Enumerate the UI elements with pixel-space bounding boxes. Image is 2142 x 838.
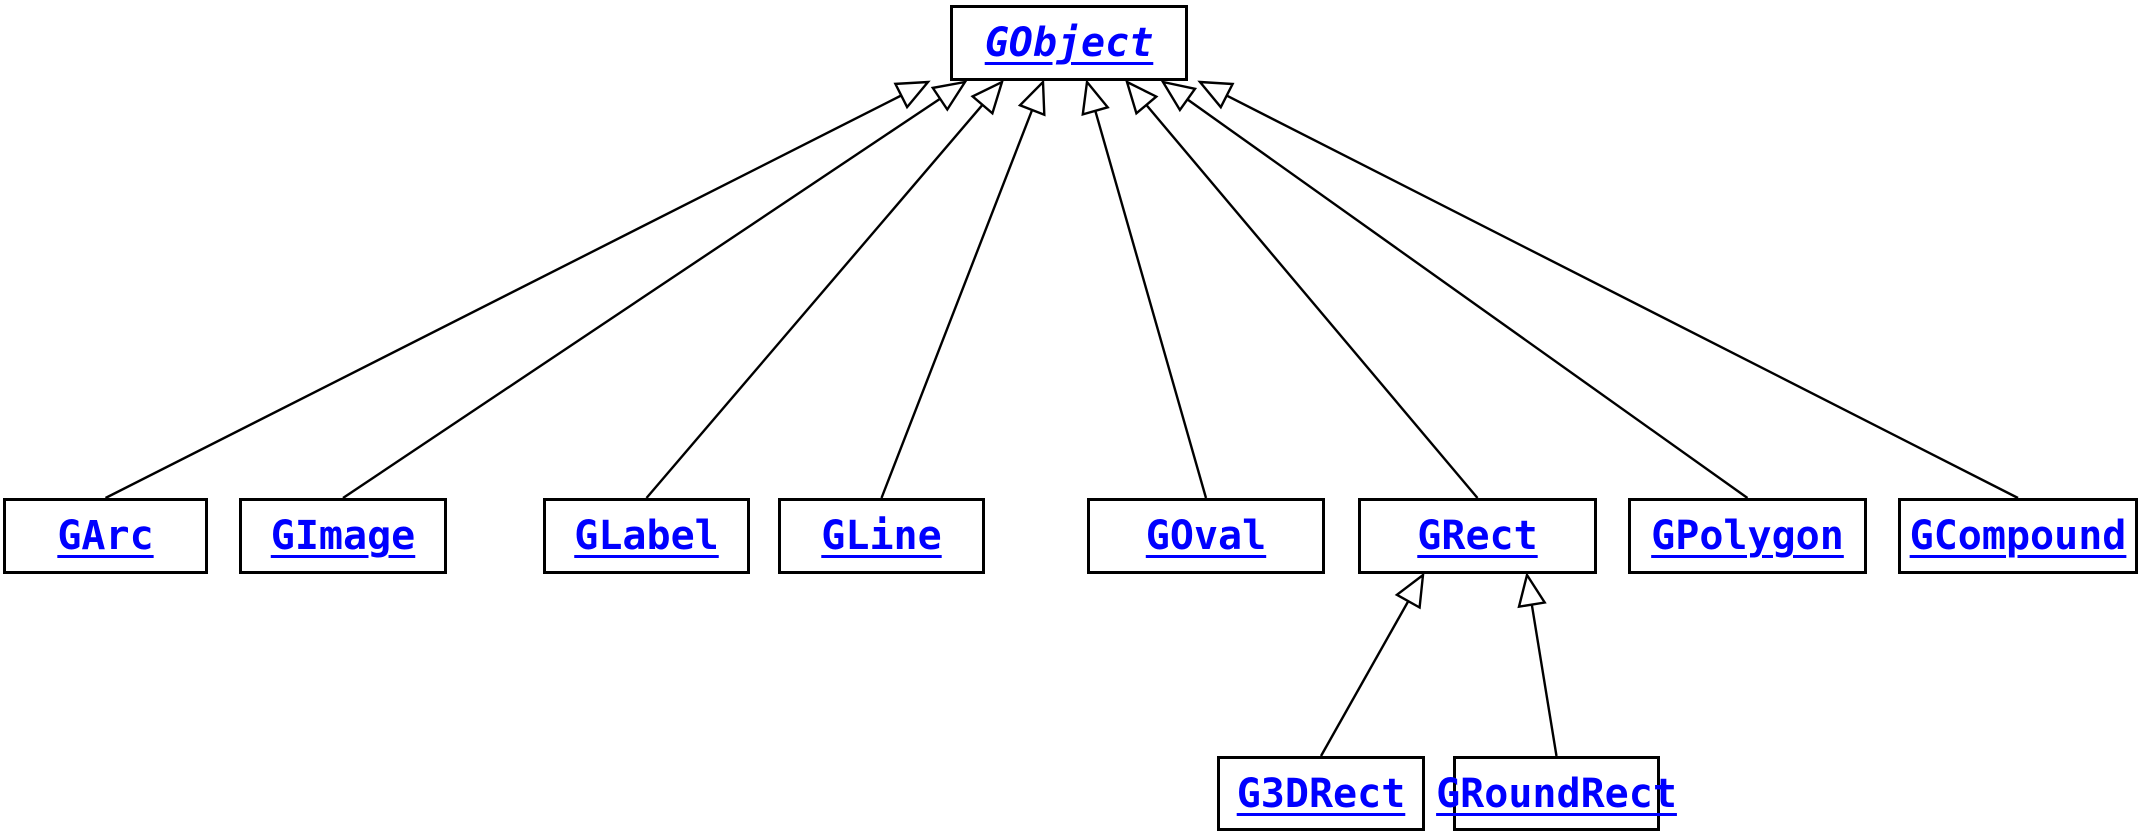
class-link-groundrect[interactable]: GRoundRect (1436, 770, 1677, 817)
class-node-groundrect: GRoundRect (1436, 756, 1677, 831)
class-node-gobject: GObject (950, 5, 1188, 81)
class-node-gcompound: GCompound (1898, 498, 2138, 574)
class-node-gimage: GImage (239, 498, 447, 574)
inheritance-edge-gcompound-to-gobject (1226, 94, 2019, 500)
generalization-arrowhead-icon (1517, 572, 1547, 609)
class-link-garc[interactable]: GArc (57, 513, 154, 559)
class-link-gcompound[interactable]: GCompound (1909, 513, 2127, 559)
class-link-gline[interactable]: GLine (821, 513, 942, 559)
generalization-arrowhead-icon (1394, 572, 1425, 610)
class-node-glabel: GLabel (543, 498, 750, 574)
inheritance-edge-grect-to-gobject (1145, 104, 1479, 499)
class-link-glabel[interactable]: GLabel (574, 513, 719, 559)
class-link-gpolygon[interactable]: GPolygon (1651, 513, 1844, 559)
class-node-goval: GOval (1087, 498, 1325, 574)
generalization-arrowhead-icon (970, 79, 1004, 116)
inheritance-edge-gline-to-gobject (880, 109, 1034, 499)
class-link-gimage[interactable]: GImage (270, 513, 416, 559)
inheritance-edge-glabel-to-gobject (645, 104, 984, 499)
generalization-arrowhead-icon (1160, 80, 1198, 113)
generalization-arrowhead-icon (1125, 79, 1159, 116)
generalization-arrowhead-icon (1197, 80, 1235, 110)
inheritance-edge-groundrect-to-grect (1530, 604, 1558, 757)
class-node-gline: GLine (778, 498, 985, 574)
generalization-arrowhead-icon (1017, 79, 1046, 117)
inheritance-edge-gimage-to-gobject (342, 97, 941, 499)
class-link-goval[interactable]: GOval (1145, 513, 1267, 559)
class-node-grect: GRect (1358, 498, 1597, 574)
class-node-gpolygon: GPolygon (1628, 498, 1867, 574)
generalization-arrowhead-icon (930, 80, 968, 112)
generalization-arrowhead-icon (893, 80, 931, 110)
inheritance-edge-goval-to-gobject (1094, 110, 1208, 499)
class-link-grect[interactable]: GRect (1417, 513, 1538, 559)
class-node-garc: GArc (3, 498, 208, 574)
generalization-arrowhead-icon (1081, 79, 1110, 117)
inheritance-edge-gpolygon-to-gobject (1186, 98, 1749, 499)
class-link-g3drect[interactable]: G3DRect (1236, 770, 1406, 817)
inheritance-edge-g3drect-to-grect (1319, 600, 1410, 757)
class-node-g3drect: G3DRect (1217, 756, 1425, 831)
class-link-gobject[interactable]: GObject (984, 20, 1154, 66)
inheritance-edge-garc-to-gobject (104, 94, 902, 500)
